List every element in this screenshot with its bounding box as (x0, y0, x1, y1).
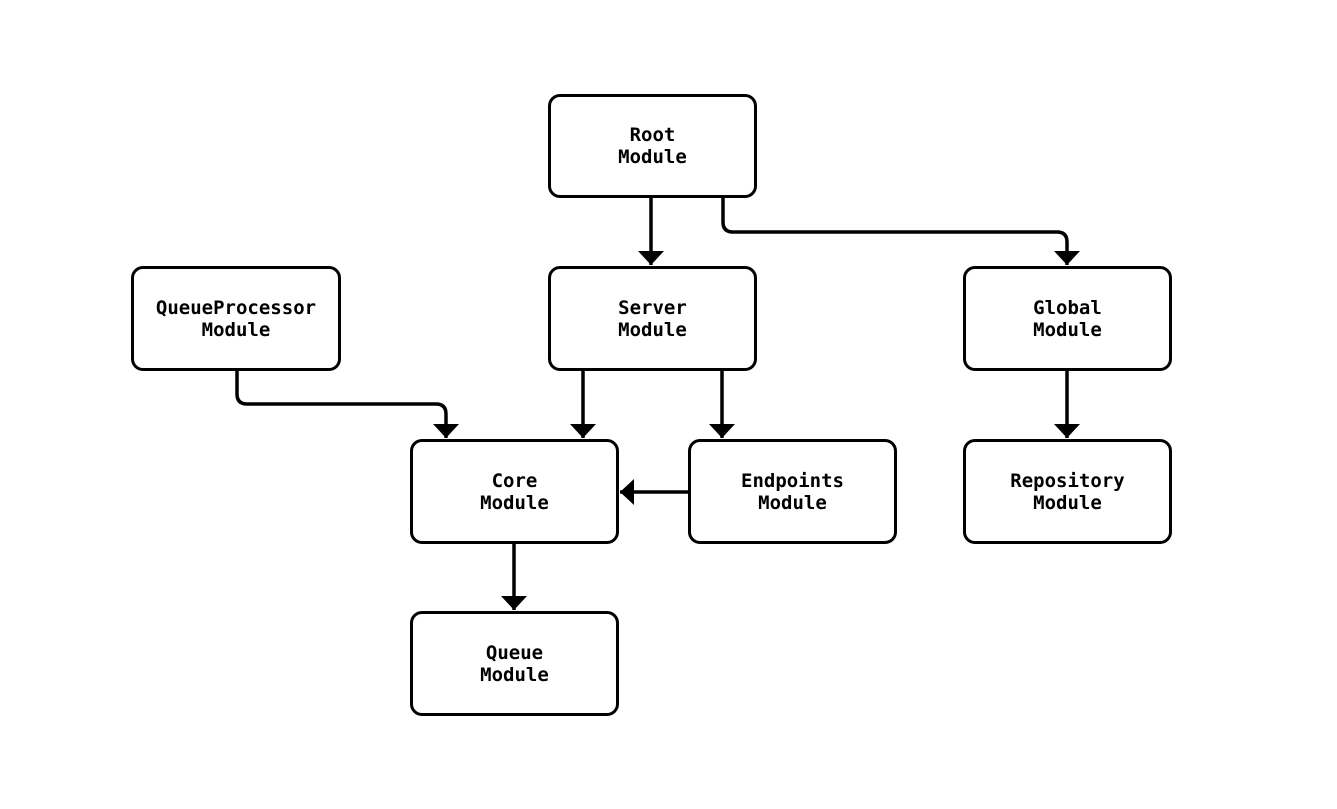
node-label-line: Endpoints (741, 469, 844, 492)
node-queueprocessor-module: QueueProcessor Module (131, 266, 341, 371)
edge-root-to-global (721, 198, 1080, 265)
node-server-module: Server Module (548, 266, 757, 371)
node-label-line: Module (618, 318, 687, 341)
node-label-line: Queue (485, 641, 544, 664)
node-label-line: Module (1033, 491, 1102, 514)
edge-queueprocessor-to-core (235, 371, 459, 438)
node-label-line: Module (480, 491, 549, 514)
node-global-module: Global Module (963, 266, 1172, 371)
node-label-line: Server (618, 296, 687, 319)
node-label-line: Core (491, 469, 538, 492)
node-repository-module: Repository Module (963, 439, 1172, 544)
node-label-line: Module (1033, 318, 1102, 341)
node-core-module: Core Module (410, 439, 619, 544)
node-endpoints-module: Endpoints Module (688, 439, 897, 544)
node-queue-module: Queue Module (410, 611, 619, 716)
node-label-line: Repository (1010, 469, 1125, 492)
node-root-module: Root Module (548, 94, 757, 198)
node-label-line: QueueProcessor (155, 296, 317, 319)
node-label-line: Module (758, 491, 827, 514)
node-label-line: Root (629, 124, 676, 146)
node-label-line: Module (480, 663, 549, 686)
node-label-line: Module (201, 318, 271, 341)
node-label-line: Global (1033, 296, 1102, 319)
node-label-line: Module (618, 146, 687, 168)
